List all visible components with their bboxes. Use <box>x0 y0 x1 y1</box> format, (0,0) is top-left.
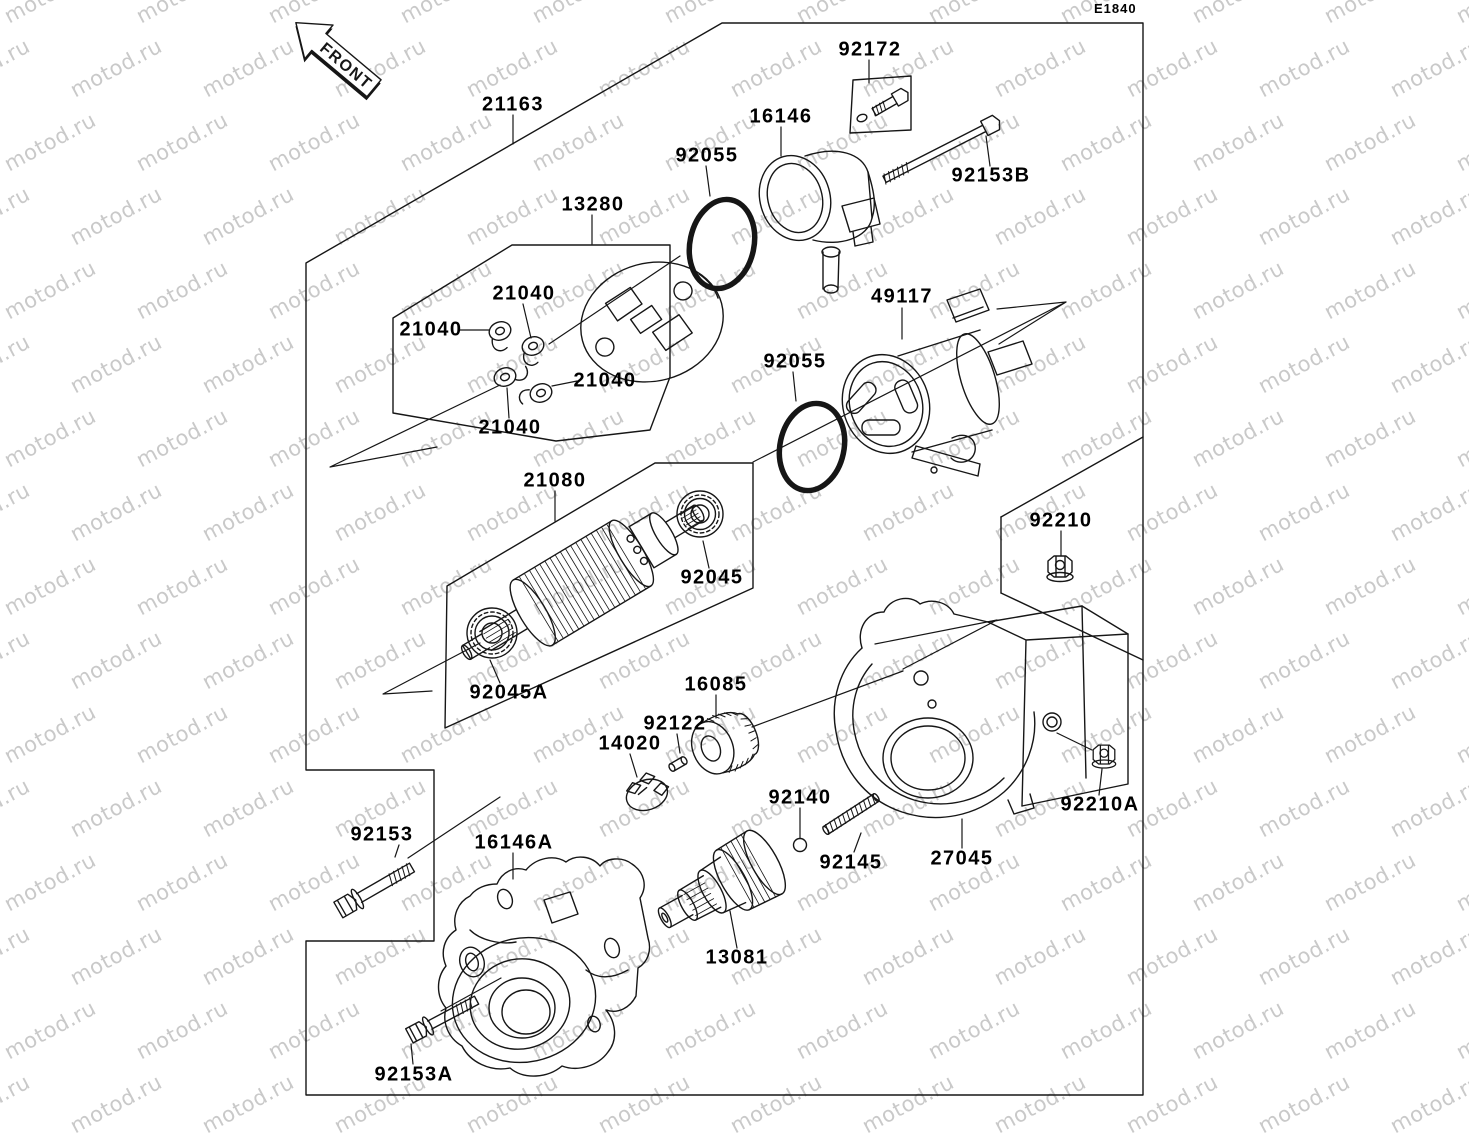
part-number-callout: 16146 <box>749 105 813 128</box>
part-number-callout: 21163 <box>481 93 545 116</box>
bolt-92153A-drawing <box>404 995 480 1044</box>
nut-92210-drawing <box>1046 555 1074 583</box>
assembly-axis-lines <box>407 255 1067 1012</box>
ball-92140-drawing <box>792 837 808 853</box>
bolt-92153B-drawing <box>882 114 1001 185</box>
armature-21080-drawing <box>460 504 705 661</box>
callout-layer: 21163 92172 16146 92055 13280 92153B 21040 2104… <box>350 38 1140 1086</box>
end-cover-16146-drawing <box>758 150 881 294</box>
part-number-callout: 27045 <box>930 847 994 870</box>
part-number-callout: 92210 <box>1029 509 1093 532</box>
o-ring-92055-mid-drawing <box>776 400 848 494</box>
idle-gear-16085-drawing <box>690 711 760 775</box>
figure-code: E1840 <box>1094 1 1137 16</box>
part-number-callout: 49117 <box>870 285 934 308</box>
part-number-callout: 92210A <box>1060 793 1140 816</box>
part-number-callout: 21080 <box>523 469 587 492</box>
part-number-callout: 92172 <box>838 38 902 61</box>
brush-21040-drawing <box>493 365 529 387</box>
screw-92172-drawing <box>856 87 909 123</box>
part-number-callout: 16085 <box>684 673 748 696</box>
brush-21040-drawing <box>521 336 545 366</box>
part-number-callout: 16146A <box>474 831 554 854</box>
bearing-92045-drawing <box>676 490 724 538</box>
part-number-callout: 14020 <box>598 732 662 755</box>
diagram-border <box>305 22 1144 1096</box>
part-number-callout: 21040 <box>573 369 637 392</box>
part-number-callout: 21040 <box>478 416 542 439</box>
part-number-callout: 92055 <box>675 144 739 167</box>
brush-assembly-box <box>392 244 671 442</box>
part-number-callout: 92140 <box>768 786 832 809</box>
armature-assembly-box <box>444 462 754 729</box>
part-number-callout: 13081 <box>705 946 769 969</box>
brush-21040-drawing <box>488 321 512 352</box>
exploded-view-artwork: FRONT <box>295 21 1144 1096</box>
part-number-callout: 92145 <box>819 851 883 874</box>
brush-holder-13280-drawing <box>580 261 724 383</box>
brush-21040-drawing <box>518 383 553 405</box>
part-number-callout: 92055 <box>763 350 827 373</box>
retainer-14020-drawing <box>625 772 670 812</box>
part-number-callout: 21040 <box>399 318 463 341</box>
nut-92210A-drawing <box>1091 744 1117 769</box>
part-number-callout: 92122 <box>643 712 707 735</box>
nut-inset-lines <box>1000 436 1144 661</box>
part-number-callout: 21040 <box>492 282 556 305</box>
part-number-callout: 92153A <box>374 1063 454 1086</box>
bearing-92045A-drawing <box>466 607 518 659</box>
part-number-callout: 13280 <box>561 193 625 216</box>
stud-92145-drawing <box>822 793 880 835</box>
front-bracket-16146A-drawing <box>437 856 651 1077</box>
part-number-callout: 92153 <box>350 823 414 846</box>
screw-inset-box <box>849 75 912 134</box>
pin-92122-drawing <box>668 756 688 772</box>
yoke-49117-drawing <box>841 288 1033 477</box>
part-number-callout: 92153B <box>951 164 1031 187</box>
gear-case-27045-drawing <box>833 597 1129 819</box>
part-number-callout: 92045 <box>680 566 744 589</box>
leader-lines <box>394 59 1103 1065</box>
starter-clutch-13081-drawing <box>657 829 787 929</box>
part-number-callout: 92045A <box>469 681 549 704</box>
bolt-92153-drawing <box>333 862 416 919</box>
